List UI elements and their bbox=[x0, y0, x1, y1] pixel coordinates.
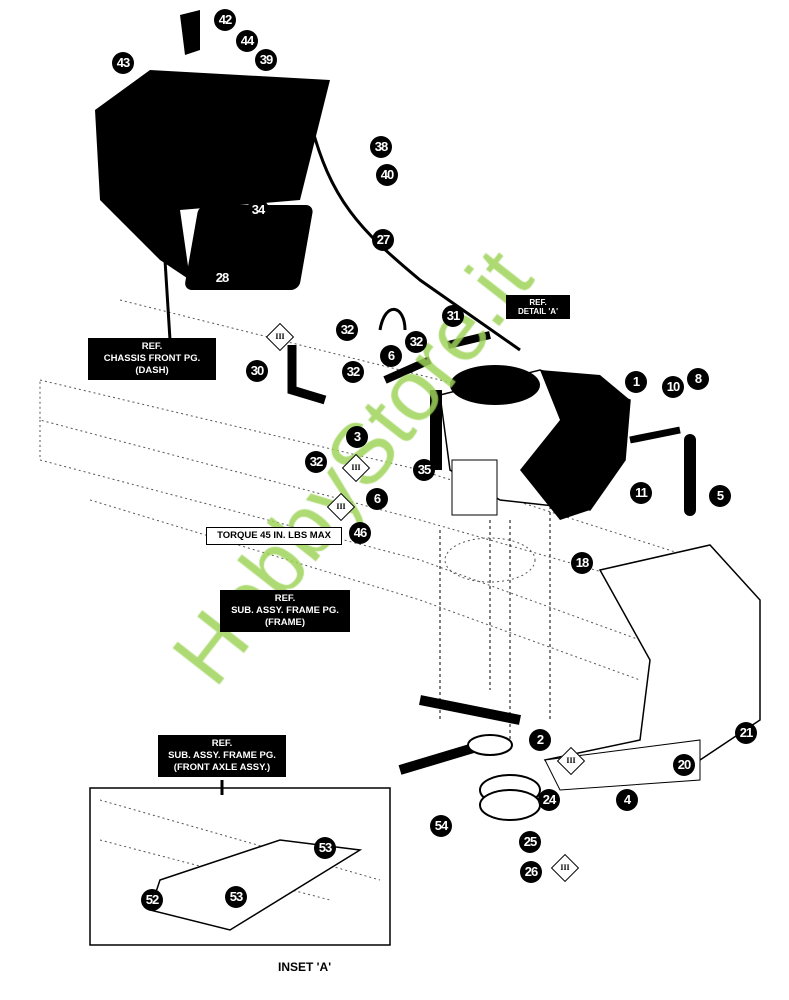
diamond-symbol: III bbox=[336, 502, 346, 511]
part-callout-3: 3 bbox=[346, 426, 368, 448]
part-callout-53: 53 bbox=[314, 837, 336, 859]
part-callout-30: 30 bbox=[246, 360, 268, 382]
part-callout-18: 18 bbox=[571, 552, 593, 574]
part-callout-42: 42 bbox=[214, 9, 236, 31]
part-callout-32: 32 bbox=[405, 331, 427, 353]
diamond-symbol: III bbox=[275, 332, 285, 341]
part-callout-43: 43 bbox=[112, 52, 134, 74]
part-callout-6: 6 bbox=[366, 488, 388, 510]
ref-text: REF. bbox=[274, 593, 296, 604]
part-callout-25: 25 bbox=[519, 831, 541, 853]
part-callout-21: 21 bbox=[735, 722, 757, 744]
part-callout-20: 20 bbox=[673, 754, 695, 776]
part-callout-32: 32 bbox=[336, 319, 358, 341]
part-callout-5: 5 bbox=[709, 485, 731, 507]
ref-text: SUB. ASSY. FRAME PG. bbox=[231, 605, 339, 616]
part-callout-52: 52 bbox=[141, 889, 163, 911]
part-callout-11: 11 bbox=[630, 482, 652, 504]
part-callout-4: 4 bbox=[616, 789, 638, 811]
diamond-symbol: III bbox=[560, 863, 570, 872]
part-callout-27: 27 bbox=[372, 229, 394, 251]
ref-text: REF. bbox=[529, 298, 547, 307]
diamond-symbol: III bbox=[566, 756, 576, 765]
inset-title: INSET 'A' bbox=[278, 960, 332, 974]
part-callout-24: 24 bbox=[538, 789, 560, 811]
ref-text: SUB. ASSY. FRAME PG. bbox=[168, 750, 276, 761]
engine bbox=[430, 365, 631, 520]
part-callout-34: 34 bbox=[247, 199, 269, 221]
fuel-tank bbox=[185, 205, 313, 290]
part-callout-44: 44 bbox=[236, 30, 258, 52]
ref-text: (FRONT AXLE ASSY.) bbox=[173, 762, 271, 773]
ref-text: CHASSIS FRONT PG. bbox=[103, 353, 201, 364]
part-callout-54: 54 bbox=[430, 815, 452, 837]
part-callout-53: 53 bbox=[225, 886, 247, 908]
ref-text: DETAIL 'A' bbox=[518, 307, 558, 316]
part-callout-31: 31 bbox=[442, 305, 464, 327]
mower-deck bbox=[543, 544, 761, 781]
part-callout-28: 28 bbox=[211, 267, 233, 289]
part-callout-32: 32 bbox=[305, 451, 327, 473]
ref-detail-label: REF. DETAIL 'A' bbox=[506, 295, 570, 319]
part-callout-2: 2 bbox=[529, 729, 551, 751]
part-callout-38: 38 bbox=[370, 136, 392, 158]
ref-front-axle-label: REF. SUB. ASSY. FRAME PG. (FRONT AXLE AS… bbox=[158, 735, 286, 777]
diamond-symbol: III bbox=[351, 463, 361, 472]
part-callout-6: 6 bbox=[380, 345, 402, 367]
ref-text: (FRAME) bbox=[264, 617, 306, 628]
ref-text: REF. bbox=[211, 738, 233, 749]
part-callout-32: 32 bbox=[342, 361, 364, 383]
part-callout-26: 26 bbox=[520, 861, 542, 883]
ref-text: REF. bbox=[141, 341, 163, 352]
part-callout-1: 1 bbox=[625, 371, 647, 393]
torque-note: TORQUE 45 IN. LBS MAX bbox=[206, 527, 342, 545]
part-callout-8: 8 bbox=[687, 368, 709, 390]
part-callout-39: 39 bbox=[255, 49, 277, 71]
part-callout-35: 35 bbox=[413, 459, 435, 481]
part-callout-46: 46 bbox=[349, 522, 371, 544]
ref-chassis-label: REF. CHASSIS FRONT PG. (DASH) bbox=[88, 338, 216, 380]
part-callout-10: 10 bbox=[662, 376, 684, 398]
part-callout-40: 40 bbox=[376, 164, 398, 186]
ref-frame-label: REF. SUB. ASSY. FRAME PG. (FRAME) bbox=[220, 590, 350, 632]
ref-text: (DASH) bbox=[135, 365, 169, 376]
